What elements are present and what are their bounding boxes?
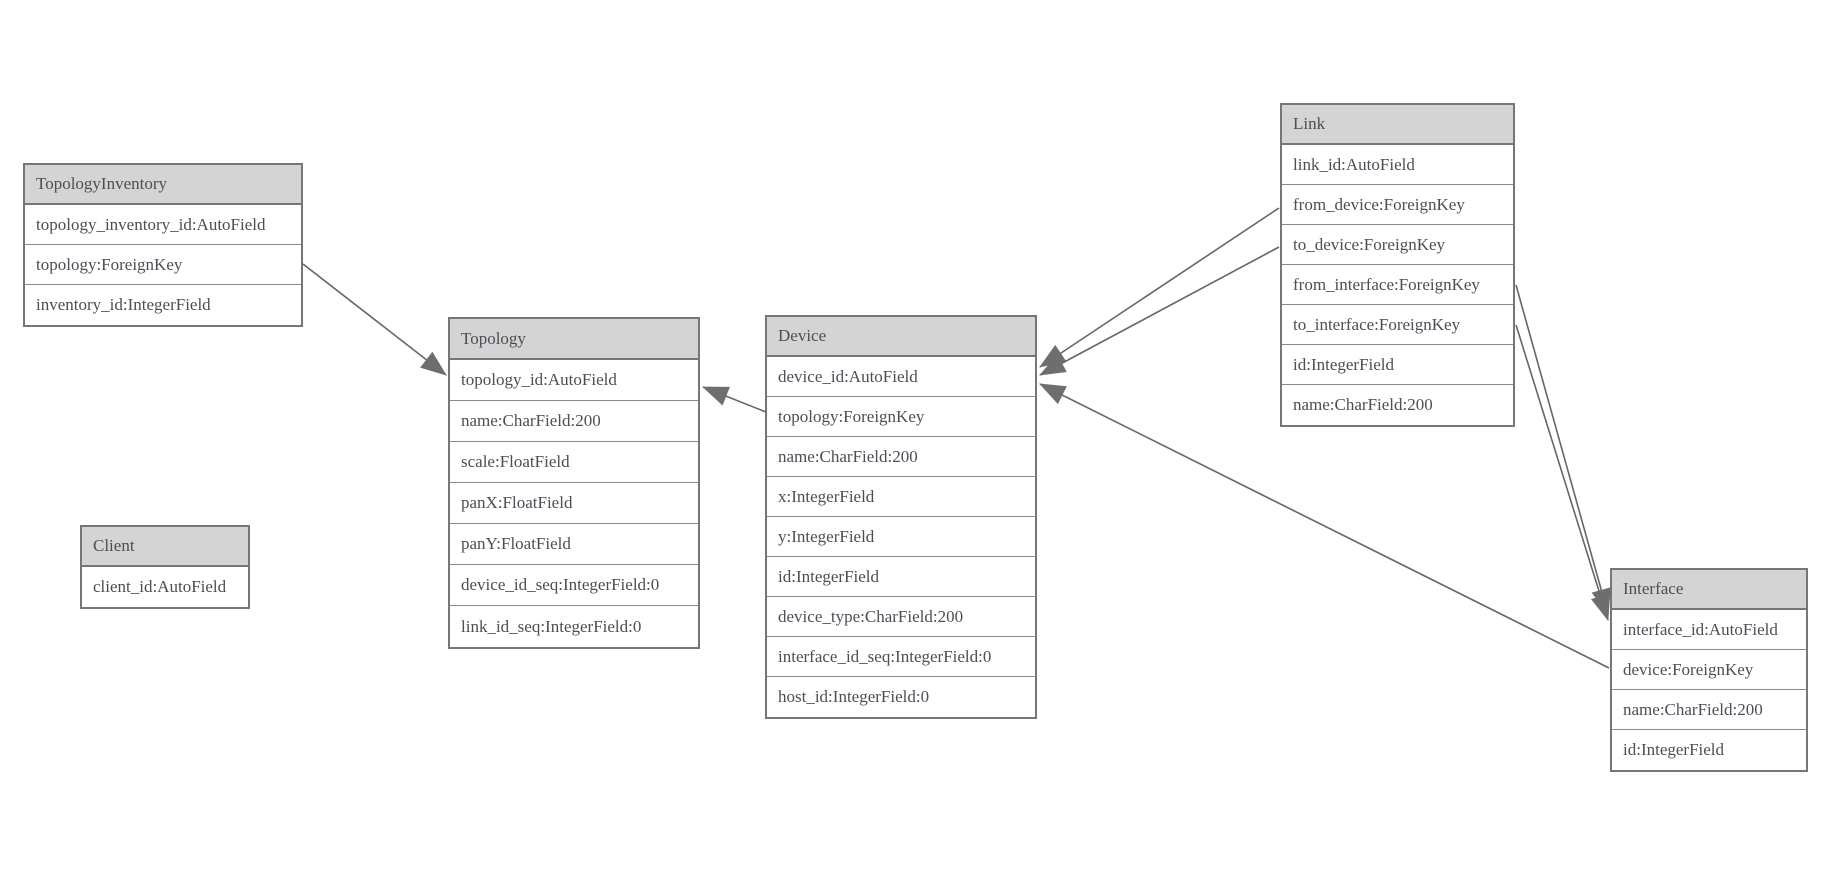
- entity-topology: Topology topology_id:AutoField name:Char…: [448, 317, 700, 649]
- entity-topology-title: Topology: [450, 319, 698, 360]
- field-client-id: client_id:AutoField: [82, 567, 248, 607]
- entity-link-title: Link: [1282, 105, 1513, 145]
- entity-link: Link link_id:AutoField from_device:Forei…: [1280, 103, 1515, 427]
- edge-link-tointerface-interface: [1515, 324, 1611, 621]
- field-device-interface-id-seq: interface_id_seq:IntegerField:0: [767, 637, 1035, 677]
- field-topology-name: name:CharField:200: [450, 401, 698, 442]
- field-topology-link-id-seq: link_id_seq:IntegerField:0: [450, 606, 698, 647]
- field-link-from-device: from_device:ForeignKey: [1282, 185, 1513, 225]
- entity-device: Device device_id:AutoField topology:Fore…: [765, 315, 1037, 719]
- field-device-y: y:IntegerField: [767, 517, 1035, 557]
- field-topology-scale: scale:FloatField: [450, 442, 698, 483]
- field-link-to-interface: to_interface:ForeignKey: [1282, 305, 1513, 345]
- field-device-id: id:IntegerField: [767, 557, 1035, 597]
- field-link-to-device: to_device:ForeignKey: [1282, 225, 1513, 265]
- field-topology-inventory-topology: topology:ForeignKey: [25, 245, 301, 285]
- field-topology-device-id-seq: device_id_seq:IntegerField:0: [450, 565, 698, 606]
- entity-topology-inventory: TopologyInventory topology_inventory_id:…: [23, 163, 303, 327]
- edge-topologyinventory-topology: [302, 263, 447, 376]
- field-device-host-id: host_id:IntegerField:0: [767, 677, 1035, 717]
- field-device-topology: topology:ForeignKey: [767, 397, 1035, 437]
- field-topology-id: topology_id:AutoField: [450, 360, 698, 401]
- entity-topology-inventory-title: TopologyInventory: [25, 165, 301, 205]
- field-topology-inventory-inventory-id: inventory_id:IntegerField: [25, 285, 301, 325]
- entity-interface-title: Interface: [1612, 570, 1806, 610]
- field-link-id: id:IntegerField: [1282, 345, 1513, 385]
- edge-link-todevice-device: [1039, 246, 1280, 376]
- entity-client: Client client_id:AutoField: [80, 525, 250, 609]
- field-device-type: device_type:CharField:200: [767, 597, 1035, 637]
- field-device-name: name:CharField:200: [767, 437, 1035, 477]
- field-link-id-auto: link_id:AutoField: [1282, 145, 1513, 185]
- field-link-from-interface: from_interface:ForeignKey: [1282, 265, 1513, 305]
- field-topology-panx: panX:FloatField: [450, 483, 698, 524]
- field-interface-device: device:ForeignKey: [1612, 650, 1806, 690]
- field-interface-id-auto: interface_id:AutoField: [1612, 610, 1806, 650]
- field-device-x: x:IntegerField: [767, 477, 1035, 517]
- entity-device-title: Device: [767, 317, 1035, 357]
- field-device-id-auto: device_id:AutoField: [767, 357, 1035, 397]
- entity-interface: Interface interface_id:AutoField device:…: [1610, 568, 1808, 772]
- entity-client-title: Client: [82, 527, 248, 567]
- field-topology-inventory-id: topology_inventory_id:AutoField: [25, 205, 301, 245]
- field-topology-pany: panY:FloatField: [450, 524, 698, 565]
- edge-link-frominterface-interface: [1515, 284, 1611, 615]
- edge-device-topology: [702, 386, 767, 413]
- field-link-name: name:CharField:200: [1282, 385, 1513, 425]
- field-interface-id: id:IntegerField: [1612, 730, 1806, 770]
- field-interface-name: name:CharField:200: [1612, 690, 1806, 730]
- edge-link-fromdevice-device: [1039, 207, 1280, 368]
